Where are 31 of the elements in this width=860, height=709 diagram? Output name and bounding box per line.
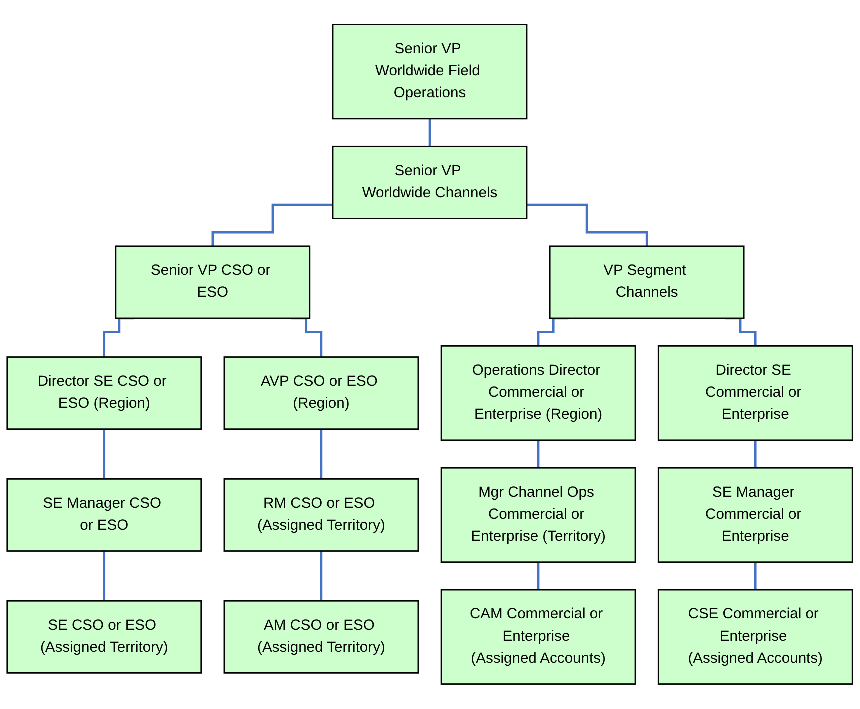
connector [428,118,432,148]
connector [320,428,323,480]
node-box: VP Segment Channels [549,246,745,320]
node-box: RM CSO or ESO (Assigned Territory) [224,478,420,552]
node-box: SE Manager CSO or ESO [6,478,202,552]
node-box: CAM Commercial or Enterprise (Assigned Accounts) [440,589,636,685]
node-box: CSE Commercial or Enterprise (Assigned Accounts) [658,589,854,685]
connector [754,439,757,470]
connector [537,439,540,470]
node-box: Operations Director Commercial or Enterprise (Region) [440,346,636,442]
node-box: AVP CSO or ESO (Region) [224,356,420,430]
connector [537,561,540,592]
node-box: Senior VP Worldwide Field Operations [332,24,528,120]
connector [320,550,323,602]
connector [103,550,106,602]
node-box: Director SE CSO or ESO (Region) [6,356,202,430]
connector [527,204,648,248]
connector [725,317,757,348]
node-box: SE Manager Commercial or Enterprise [658,467,854,564]
connector [103,317,135,358]
node-box: Senior VP Worldwide Channels [332,146,528,220]
node-box: Director SE Commercial or Enterprise [658,346,854,442]
node-box: AM CSO or ESO (Assigned Territory) [224,600,420,674]
connector [212,204,333,248]
connector [103,428,106,480]
node-box: Mgr Channel Ops Commercial or Enterprise (Territory) [440,467,636,564]
connector [291,317,323,358]
node-box: Senior VP CSO or ESO [115,246,311,320]
connector [537,317,569,348]
node-box: SE CSO or ESO (Assigned Territory) [6,600,202,674]
connector [754,561,757,592]
